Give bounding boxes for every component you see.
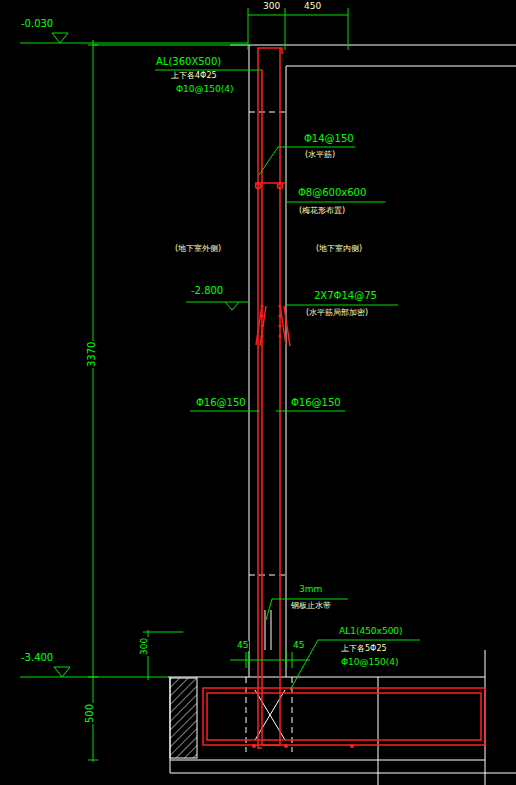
annotation-text: 钢板止水带 xyxy=(290,602,332,611)
annotation-text: AL1(450x500) xyxy=(338,627,404,637)
dimension-text: 500 xyxy=(84,703,95,724)
annotation-text: (梅花形布置) xyxy=(298,207,346,216)
annotation-text: -0.030 xyxy=(20,18,54,29)
annotation-text: 300 xyxy=(262,2,281,12)
annotation-text: 2X7Φ14@75 xyxy=(313,290,378,301)
annotation-text: (地下室内侧) xyxy=(315,245,363,254)
annotation-text: Φ16@150 xyxy=(195,397,247,408)
annotation-text: 3mm xyxy=(298,585,323,595)
annotation-text: (地下室外侧) xyxy=(174,245,222,254)
annotation-text: Φ16@150 xyxy=(290,397,342,408)
annotation-text: (水平筋局部加密) xyxy=(305,309,369,318)
annotation-text: AL(360X500) xyxy=(155,56,222,67)
annotation-text: Φ10@150(4) xyxy=(340,658,399,668)
annotation-text: 上下各5Φ25 xyxy=(340,645,388,654)
annotation-text: (水平筋) xyxy=(304,151,336,160)
annotation-text: -2.800 xyxy=(190,285,224,296)
annotation-text: Φ10@150(4) xyxy=(175,85,234,95)
annotation-text: Φ14@150 xyxy=(303,133,355,144)
annotation-text: 450 xyxy=(303,2,322,12)
dimension-text: 300 xyxy=(140,637,150,656)
annotation-text: 45 xyxy=(236,641,249,651)
annotation-text: -3.400 xyxy=(20,652,54,663)
annotation-text: 45 xyxy=(292,641,305,651)
annotation-text: 上下各4Φ25 xyxy=(170,72,218,81)
dimension-text: 3370 xyxy=(86,341,97,368)
annotation-text: Φ8@600x600 xyxy=(297,187,367,198)
